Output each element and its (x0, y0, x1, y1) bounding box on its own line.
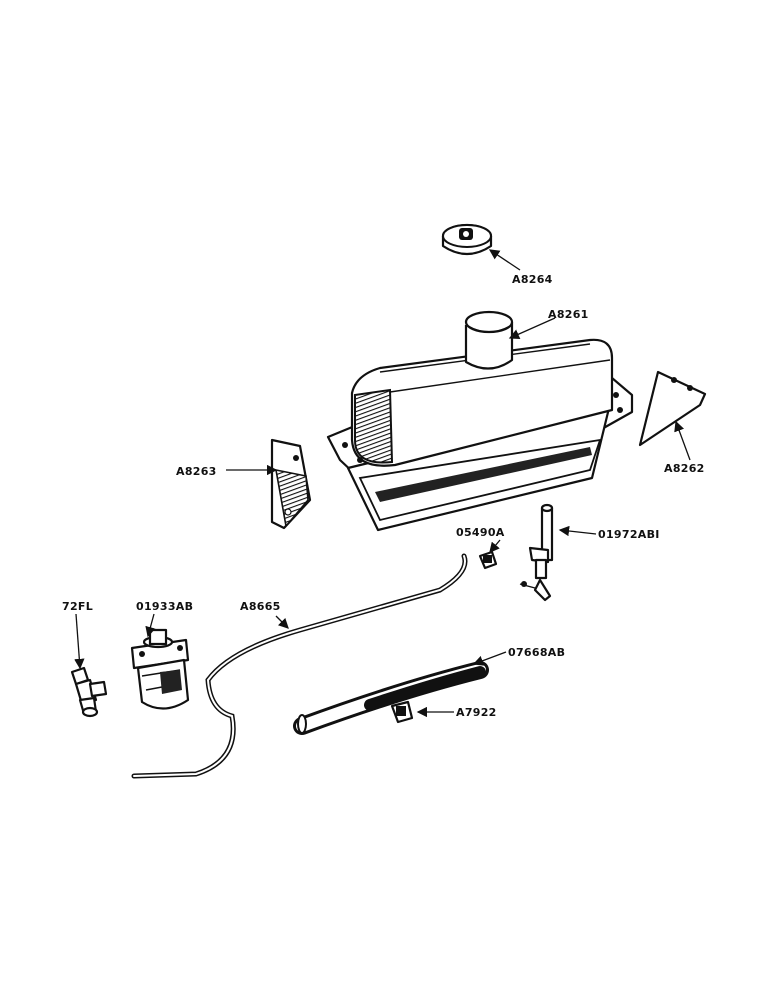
hose-clamp (390, 700, 414, 724)
bracket-left (270, 438, 312, 530)
fuel-hose (293, 661, 489, 735)
label-72fl: 72FL (62, 600, 93, 613)
sediment-bowl (130, 628, 190, 710)
label-01972ab1: 01972ABI (598, 528, 660, 541)
label-01933ab: 01933AB (136, 600, 193, 613)
fuel-tank (326, 310, 634, 532)
tank-cap (441, 223, 493, 256)
label-a8263: A8263 (176, 465, 217, 478)
callout-leaders (74, 249, 691, 718)
label-a8262: A8262 (664, 462, 705, 475)
label-a8261: A8261 (548, 308, 589, 321)
callout-labels: A8264 A8261 A8262 A8263 05490A 01972ABI … (62, 273, 705, 719)
elbow-fitting (478, 550, 498, 570)
fitting-72fl (70, 666, 108, 718)
fuel-line (131, 553, 468, 779)
label-05490a: 05490A (456, 526, 505, 539)
label-a8665: A8665 (240, 600, 281, 613)
bracket-right (638, 370, 707, 447)
label-a8264: A8264 (512, 273, 553, 286)
label-07668ab: 07668AB (508, 646, 565, 659)
shutoff-valve (519, 503, 554, 602)
label-a7922: A7922 (456, 706, 497, 719)
